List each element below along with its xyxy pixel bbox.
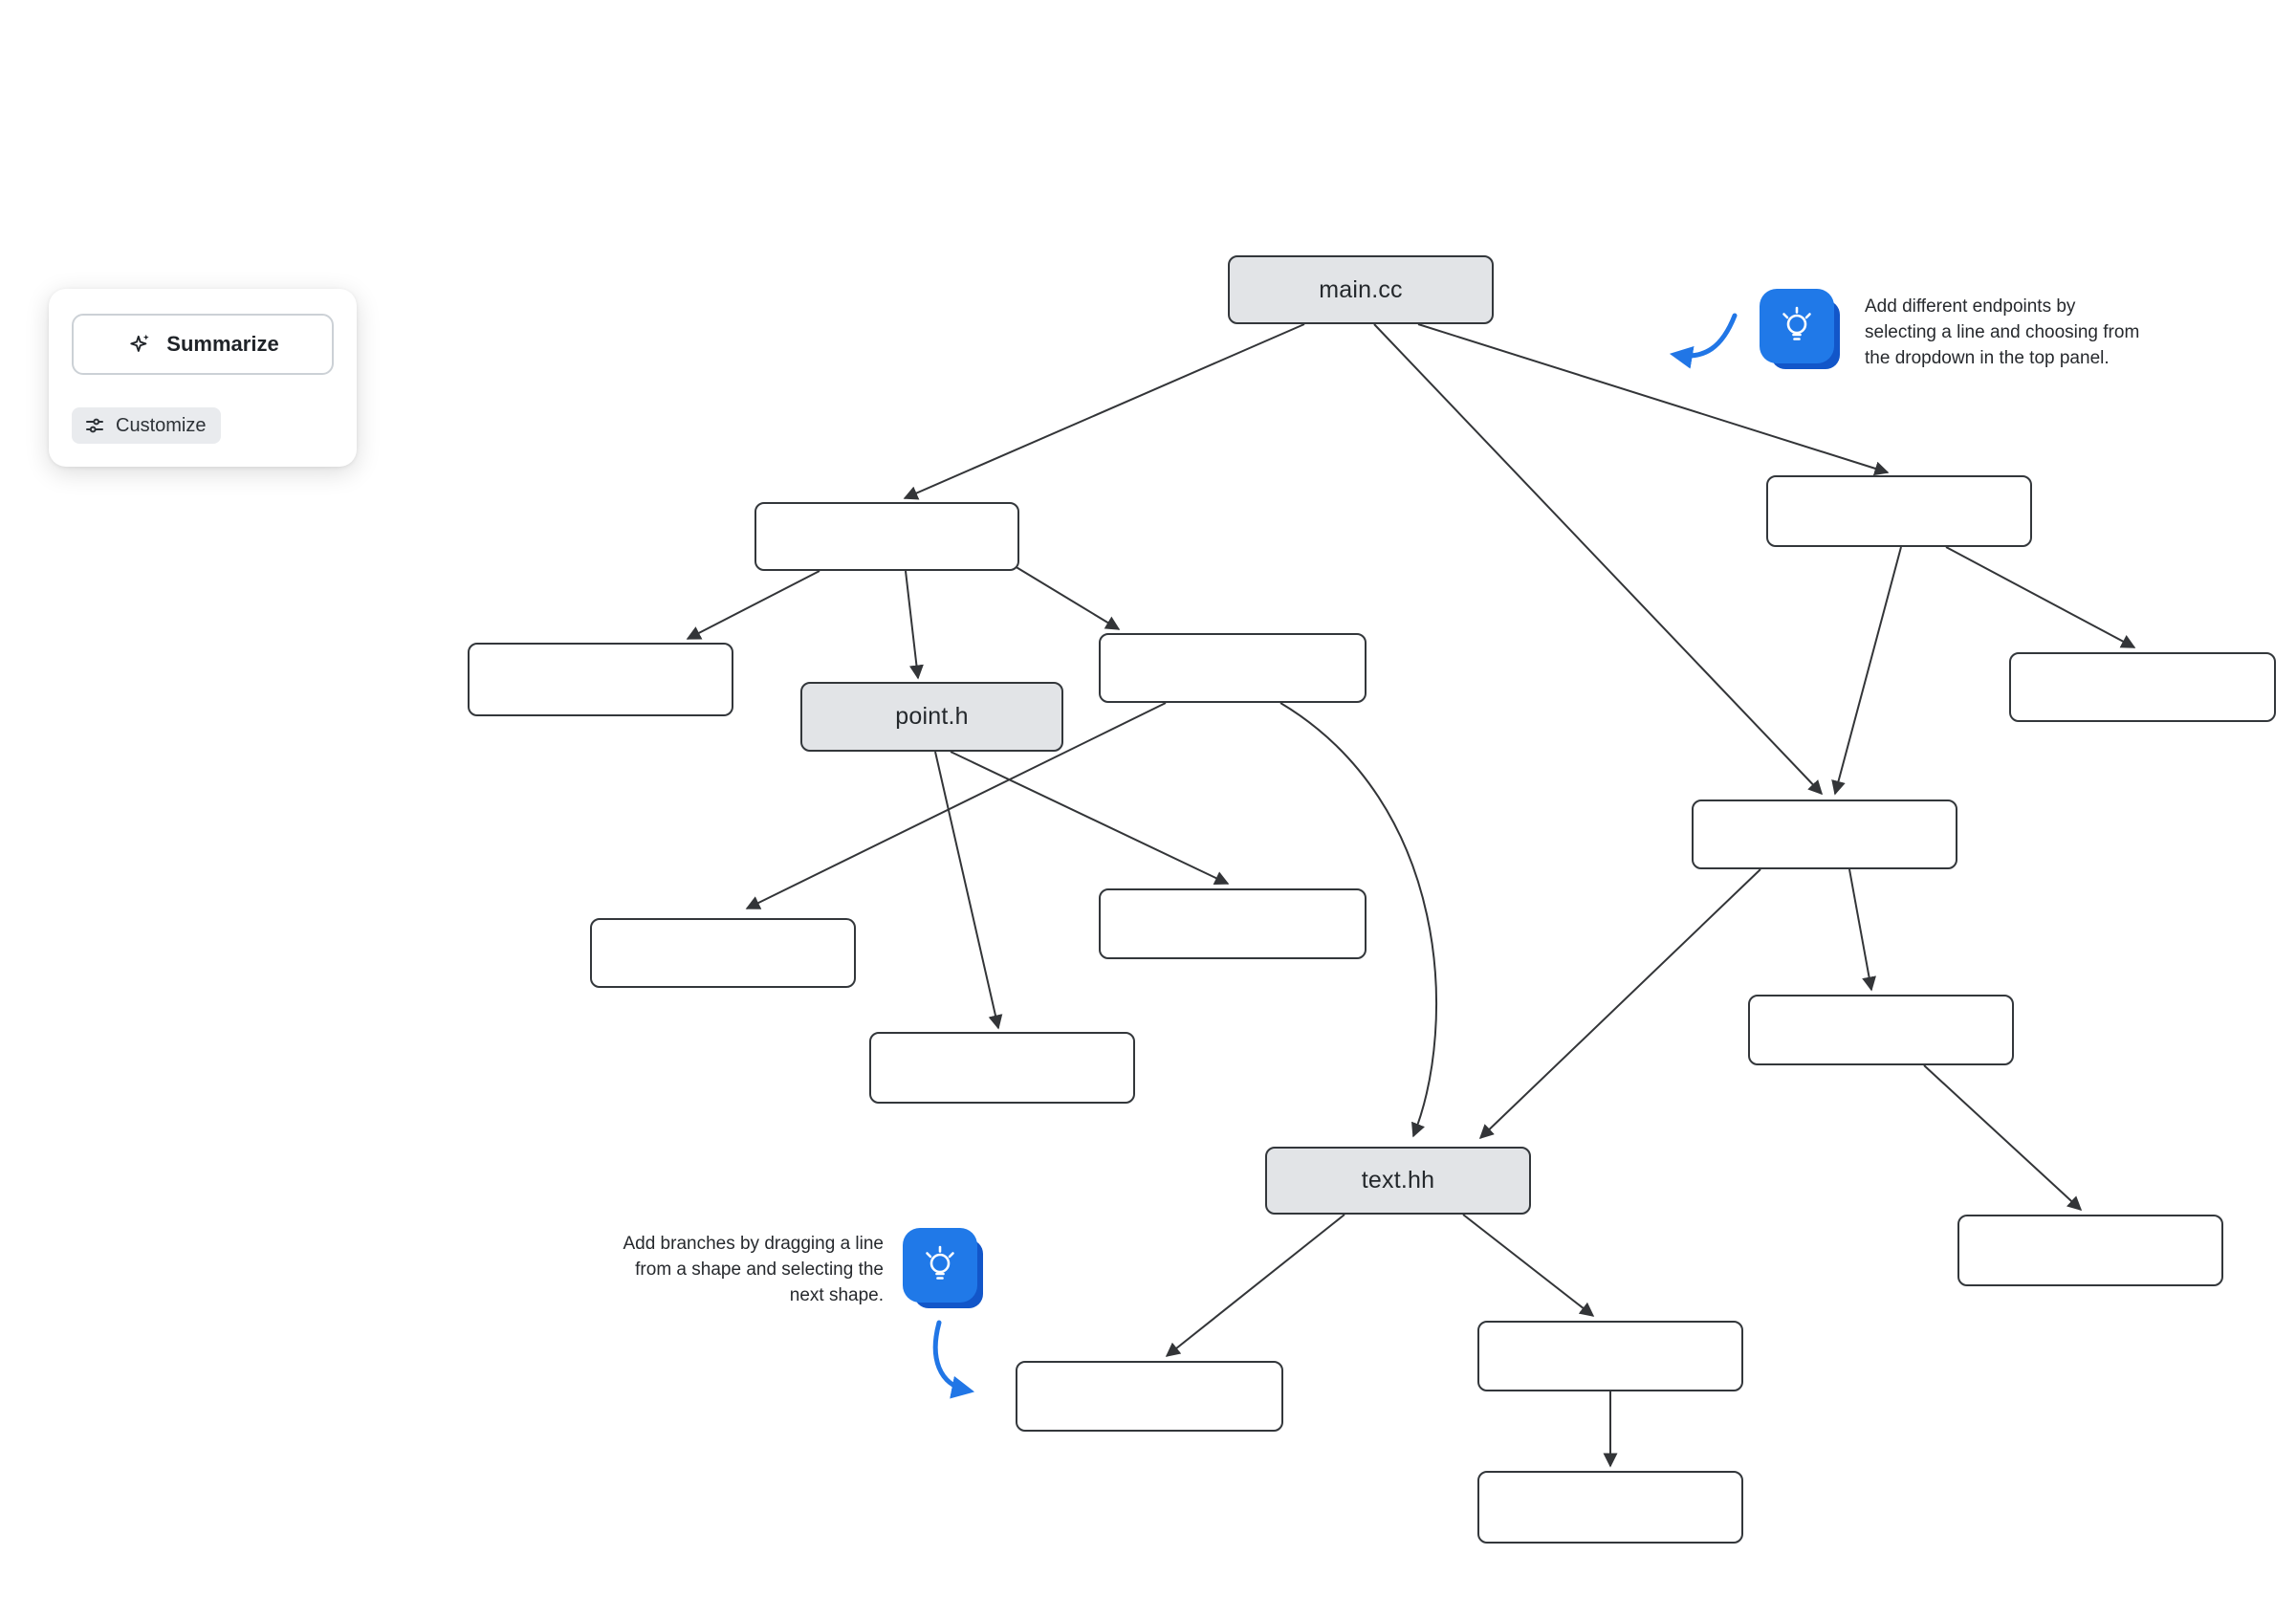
edge-node-4-to-node-7[interactable] [745,702,1167,909]
edge-node-4-to-text-hh[interactable] [1279,702,1437,1138]
ai-panel: Summarize Customize [49,289,357,467]
diagram-node-point-h[interactable]: point.h [800,682,1063,752]
edge-node-6-to-node-10[interactable] [1848,868,1876,992]
edge-main-cc-to-node-6[interactable] [1373,323,1824,796]
edge-main-cc-to-node-1[interactable] [903,323,1305,500]
diagram-node-node-6[interactable] [1692,800,1957,869]
node-label: main.cc [1319,275,1403,303]
edge-point-h-to-node-8[interactable] [950,751,1230,885]
node-label: point.h [895,703,969,730]
edge-node-10-to-node-11[interactable] [1923,1064,2083,1212]
diagram-node-node-3[interactable] [468,643,733,716]
diagram-node-text-hh[interactable]: text.hh [1265,1147,1531,1215]
edge-point-h-to-node-9[interactable] [934,751,1003,1030]
edge-node-2-to-node-5[interactable] [1945,546,2136,648]
diagram-node-node-14[interactable] [1477,1471,1743,1544]
diagram-node-node-12[interactable] [1016,1361,1283,1432]
diagram-node-node-8[interactable] [1099,888,1367,959]
edge-node-1-to-node-4[interactable] [1014,565,1121,630]
node-label: text.hh [1361,1167,1435,1194]
customize-button[interactable]: Customize [72,407,222,444]
edge-node-2-to-node-6[interactable] [1831,546,1902,796]
tip-text-endpoints: Add different endpoints by selecting a l… [1865,296,2140,368]
sparkle-icon [130,334,149,352]
diagram-node-main-cc[interactable]: main.cc [1228,255,1494,324]
diagram-node-node-4[interactable] [1099,633,1367,703]
summarize-button[interactable]: Summarize [72,314,334,375]
edge-node-1-to-node-3[interactable] [686,570,820,640]
diagram-node-node-9[interactable] [869,1032,1135,1104]
tip2-arrow [932,1320,975,1399]
diagram-node-node-1[interactable] [754,502,1019,571]
diagram-node-node-11[interactable] [1957,1215,2223,1286]
edge-text-hh-to-node-12[interactable] [1165,1214,1345,1357]
sliders-icon [86,418,103,433]
tip1-arrow [1669,313,1738,369]
customize-label: Customize [116,414,207,436]
diagram-node-node-13[interactable] [1477,1321,1743,1391]
edge-node-1-to-point-h[interactable] [905,570,924,680]
summarize-label: Summarize [166,332,279,356]
diagram-node-node-10[interactable] [1748,995,2014,1065]
diagram-node-node-7[interactable] [590,918,856,988]
diagram-node-node-2[interactable] [1766,475,2032,547]
diagram-node-node-5[interactable] [2009,652,2276,722]
edge-text-hh-to-node-13[interactable] [1462,1214,1595,1317]
edge-node-6-to-text-hh[interactable] [1478,868,1761,1140]
edge-main-cc-to-node-2[interactable] [1417,323,1890,476]
lightbulb-icon [1760,289,1834,363]
lightbulb-icon [903,1228,977,1303]
tip-text-branches: Add branches by dragging a line from a s… [623,1234,884,1305]
